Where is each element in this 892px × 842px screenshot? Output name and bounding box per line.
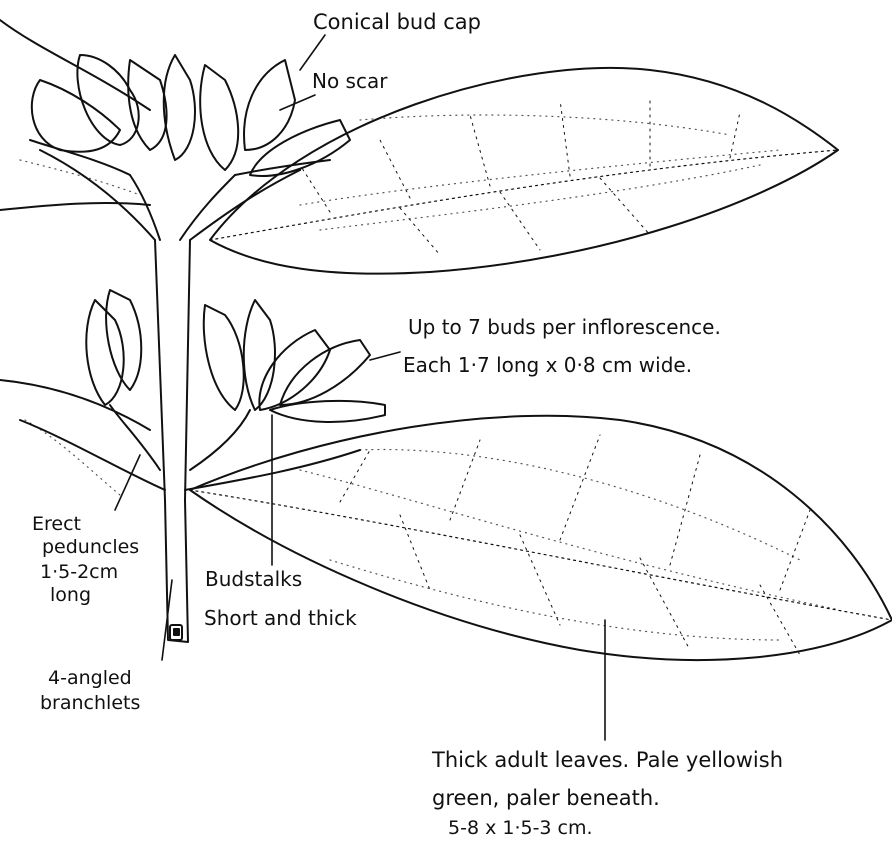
leaves-label-line2: green, paler beneath. [432,786,660,810]
upper-bud-cluster [30,55,350,240]
peduncles-label-line2: peduncles [42,537,139,559]
branchlets-label-line2: branchlets [40,693,140,715]
no-scar-label: No scar [312,70,387,93]
branchlets-label-line1: 4-angled [48,668,132,690]
leaves-label-line3: 5-8 x 1·5-3 cm. [448,818,593,840]
leaves-label-line1: Thick adult leaves. Pale yellowish [432,748,783,772]
peduncles-label-line4: long [50,585,91,607]
bud-size-label: Each 1·7 long x 0·8 cm wide. [403,354,692,377]
budstalks-label-line2: Short and thick [204,607,357,630]
budstalks-label-line1: Budstalks [205,568,302,591]
conical-bud-cap-label: Conical bud cap [313,10,481,34]
upper-leaf [210,68,838,274]
stipple-shading [20,115,840,640]
buds-per-inflorescence-label: Up to 7 buds per inflorescence. [408,316,721,339]
peduncles-label-line1: Erect [32,514,81,536]
lower-bud-cluster [86,290,385,470]
upper-left-leaf [0,20,150,210]
peduncles-label-line3: 1·5-2cm [40,562,118,584]
